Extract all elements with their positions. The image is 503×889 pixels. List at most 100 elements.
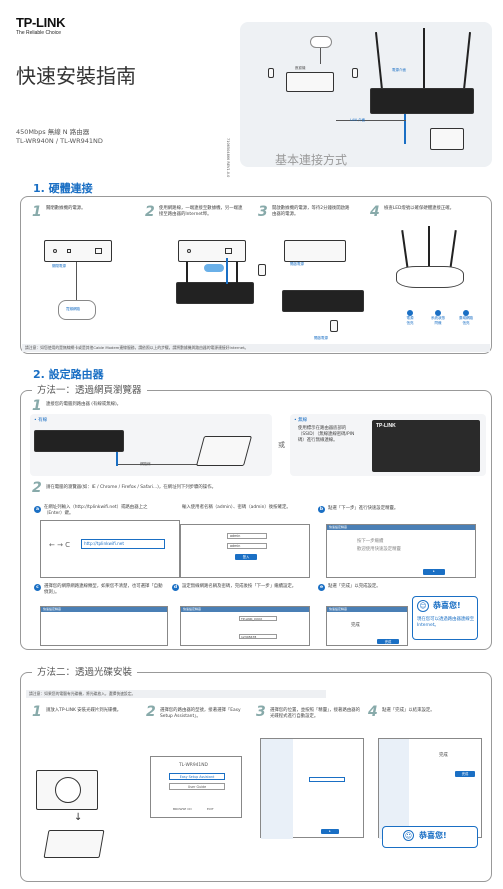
location-select[interactable] [309, 777, 345, 782]
section2-title: 2. 設定路由器 [33, 368, 104, 381]
cd-finish-text: 完成 [439, 753, 448, 758]
s1-step4-num: 4 [370, 204, 380, 220]
m1-step1-text: 連接您的電腦到路由器 (有線或無線)。 [46, 402, 122, 407]
or-label: 或 [278, 441, 285, 449]
connect-badge [204, 264, 224, 272]
page-title: 快速安裝指南 [16, 64, 136, 88]
power-adapter-icon [268, 68, 274, 78]
led-power: 電源 恆亮 [398, 310, 422, 326]
port-icon [225, 248, 232, 254]
router-label-sticker: TP-LINK [372, 420, 480, 472]
brand-name: TP-LINK [16, 15, 66, 30]
antenna-icon [428, 226, 430, 268]
password-field[interactable]: admin [227, 543, 267, 549]
ssid-field[interactable]: TP-LINK_XXXX [239, 616, 277, 621]
finish-button[interactable]: 完成 [377, 639, 399, 644]
cable-line [336, 120, 406, 121]
cd-finish-screen: 完成 完成 [378, 738, 482, 839]
model-line-1: 450Mbps 無線 N 路由器 [16, 128, 90, 136]
cloud-icon: 寬頻網路 [58, 300, 96, 320]
wireless-label: • 無線 [294, 418, 308, 423]
wired-label: • 有線 [34, 418, 48, 423]
wan-type-screen: 快速設定精靈 [40, 606, 168, 646]
wizard-next-button[interactable]: ▸ [423, 569, 445, 575]
m1-b-text: 點選「下一步」進行快速設定精靈。 [328, 506, 399, 511]
method1-title: 方法一：透過網頁瀏覽器 [32, 382, 147, 396]
led-legend: 電源 恆亮 系統狀態 閃爍 廣域網路 恆亮 [398, 310, 478, 326]
wireless-screen: 快速設定精靈 TP-LINK_XXXX 12345678 [180, 606, 310, 646]
wifi-password-field[interactable]: 12345678 [239, 634, 277, 639]
model-info: 450Mbps 無線 N 路由器 TL-WR940N / TL-WR941ND [16, 128, 103, 146]
laptop-icon [43, 830, 105, 858]
wizard-line2: 歡迎使用快速設定精靈 [357, 547, 401, 552]
m2-step3-num: 3 [256, 704, 266, 720]
smiley-icon: ☺ [403, 830, 414, 841]
s1-step3-text: 開啟數據機的電源，等待2分鐘後開啟路由器的電源。 [272, 206, 350, 217]
badge-d: d [172, 584, 179, 591]
m2-step1-num: 1 [32, 704, 42, 720]
laptop-icon [195, 436, 253, 466]
login-button[interactable]: 登入 [235, 554, 257, 560]
cd-wizard-sidebar [261, 739, 293, 839]
led-power-state: 恆亮 [406, 321, 414, 325]
hero-modem: 數據機 [286, 66, 334, 92]
wizard-screen: 快速設定精靈 按下一步繼續 歡迎使用快速設定精靈 ▸ [326, 524, 476, 578]
exit-button[interactable]: EXIT [207, 807, 214, 811]
m2-step2-num: 2 [146, 704, 156, 720]
s1-step2-num: 2 [145, 204, 155, 220]
m2-step3-text: 選擇您的位置，並按照「精靈」，接著路由器的光碟程式進行自動設定。 [270, 708, 361, 719]
tplink-logo: TP-LINK The Reliable Choice [16, 12, 65, 36]
s1-step1-num: 1 [32, 204, 42, 220]
cd-disc-icon [55, 777, 81, 803]
m1-c-text: 選擇您的網際網路連線類型，如果您不清楚，也可選擇「自動偵測」。 [44, 584, 163, 595]
port-icon [95, 248, 102, 254]
back-forward-icon[interactable]: ← → C [49, 541, 71, 549]
s1-modem [44, 240, 112, 262]
badge-b: b [318, 506, 325, 513]
laptop-icon [430, 128, 464, 150]
internet-line [320, 48, 321, 64]
s2-router [176, 282, 254, 304]
easy-setup-button[interactable]: Easy Setup Assistant [169, 773, 225, 780]
power-adapter-icon [330, 320, 338, 332]
m2-step1-text: 請放入TP-LINK 安裝光碟片到光碟機。 [46, 708, 122, 713]
cd-finish-button[interactable]: 完成 [455, 771, 475, 777]
method2-title: 方法二：透過光碟安裝 [32, 664, 138, 678]
congrats-title: 恭喜您! [433, 601, 461, 610]
cd-model: TL-WR941ND [179, 763, 208, 768]
wireless-desc: 使用標示在路由器底部的（SSID）（無線連線密碼/PIN碼）進行無線連線。 [298, 426, 355, 443]
browse-cd-button[interactable]: BROWSE CD [173, 807, 192, 811]
wizard-header: 快速設定精靈 [327, 525, 475, 530]
led-wan-state: 恆亮 [462, 321, 470, 325]
model-line-2: TL-WR940N / TL-WR941ND [16, 137, 103, 145]
wireless-header: 快速設定精靈 [181, 607, 309, 612]
side-code: 7106504866 REV1.0.0 [226, 138, 230, 178]
m1-router [34, 430, 124, 452]
m1-d-text: 設定無線網路名稱及密碼，完成後按「下一步」繼續設定。 [182, 584, 297, 589]
m1-step2-num: 2 [32, 480, 42, 496]
congrats-text: 現在您可以透過路由器連線至Internet。 [417, 617, 475, 628]
blue-cable [116, 452, 118, 466]
led-system: 系統狀態 閃爍 [426, 310, 450, 326]
power-port-icon [187, 249, 191, 253]
s1-step3-num: 3 [258, 204, 268, 220]
brand-tagline: The Reliable Choice [16, 30, 62, 36]
username-field[interactable]: admin [227, 533, 267, 539]
arrow-down-icon: ↓ [74, 812, 83, 823]
blue-cable [404, 114, 406, 144]
badge-c: c [34, 584, 41, 591]
smiley-icon: ☺ [417, 600, 429, 612]
url-bar[interactable]: http://tplinkwifi.net [81, 539, 165, 549]
user-guide-button[interactable]: User Guide [169, 783, 225, 790]
blue-cable [226, 258, 228, 284]
badge-e: e [318, 584, 325, 591]
finish-header: 快速設定精靈 [327, 607, 407, 612]
hero-lan-label: LAN 介面 [350, 118, 366, 122]
power-adapter-icon [352, 68, 358, 78]
cd-next-button[interactable]: ▸ [321, 829, 339, 834]
gear-icon [435, 310, 441, 316]
login-screen: admin admin 登入 [180, 524, 310, 578]
cd-congrats-card: ☺ 恭喜您! [382, 826, 478, 848]
m1-step1-num: 1 [32, 398, 42, 414]
cd-wizard-screen: ▸ [260, 738, 364, 839]
